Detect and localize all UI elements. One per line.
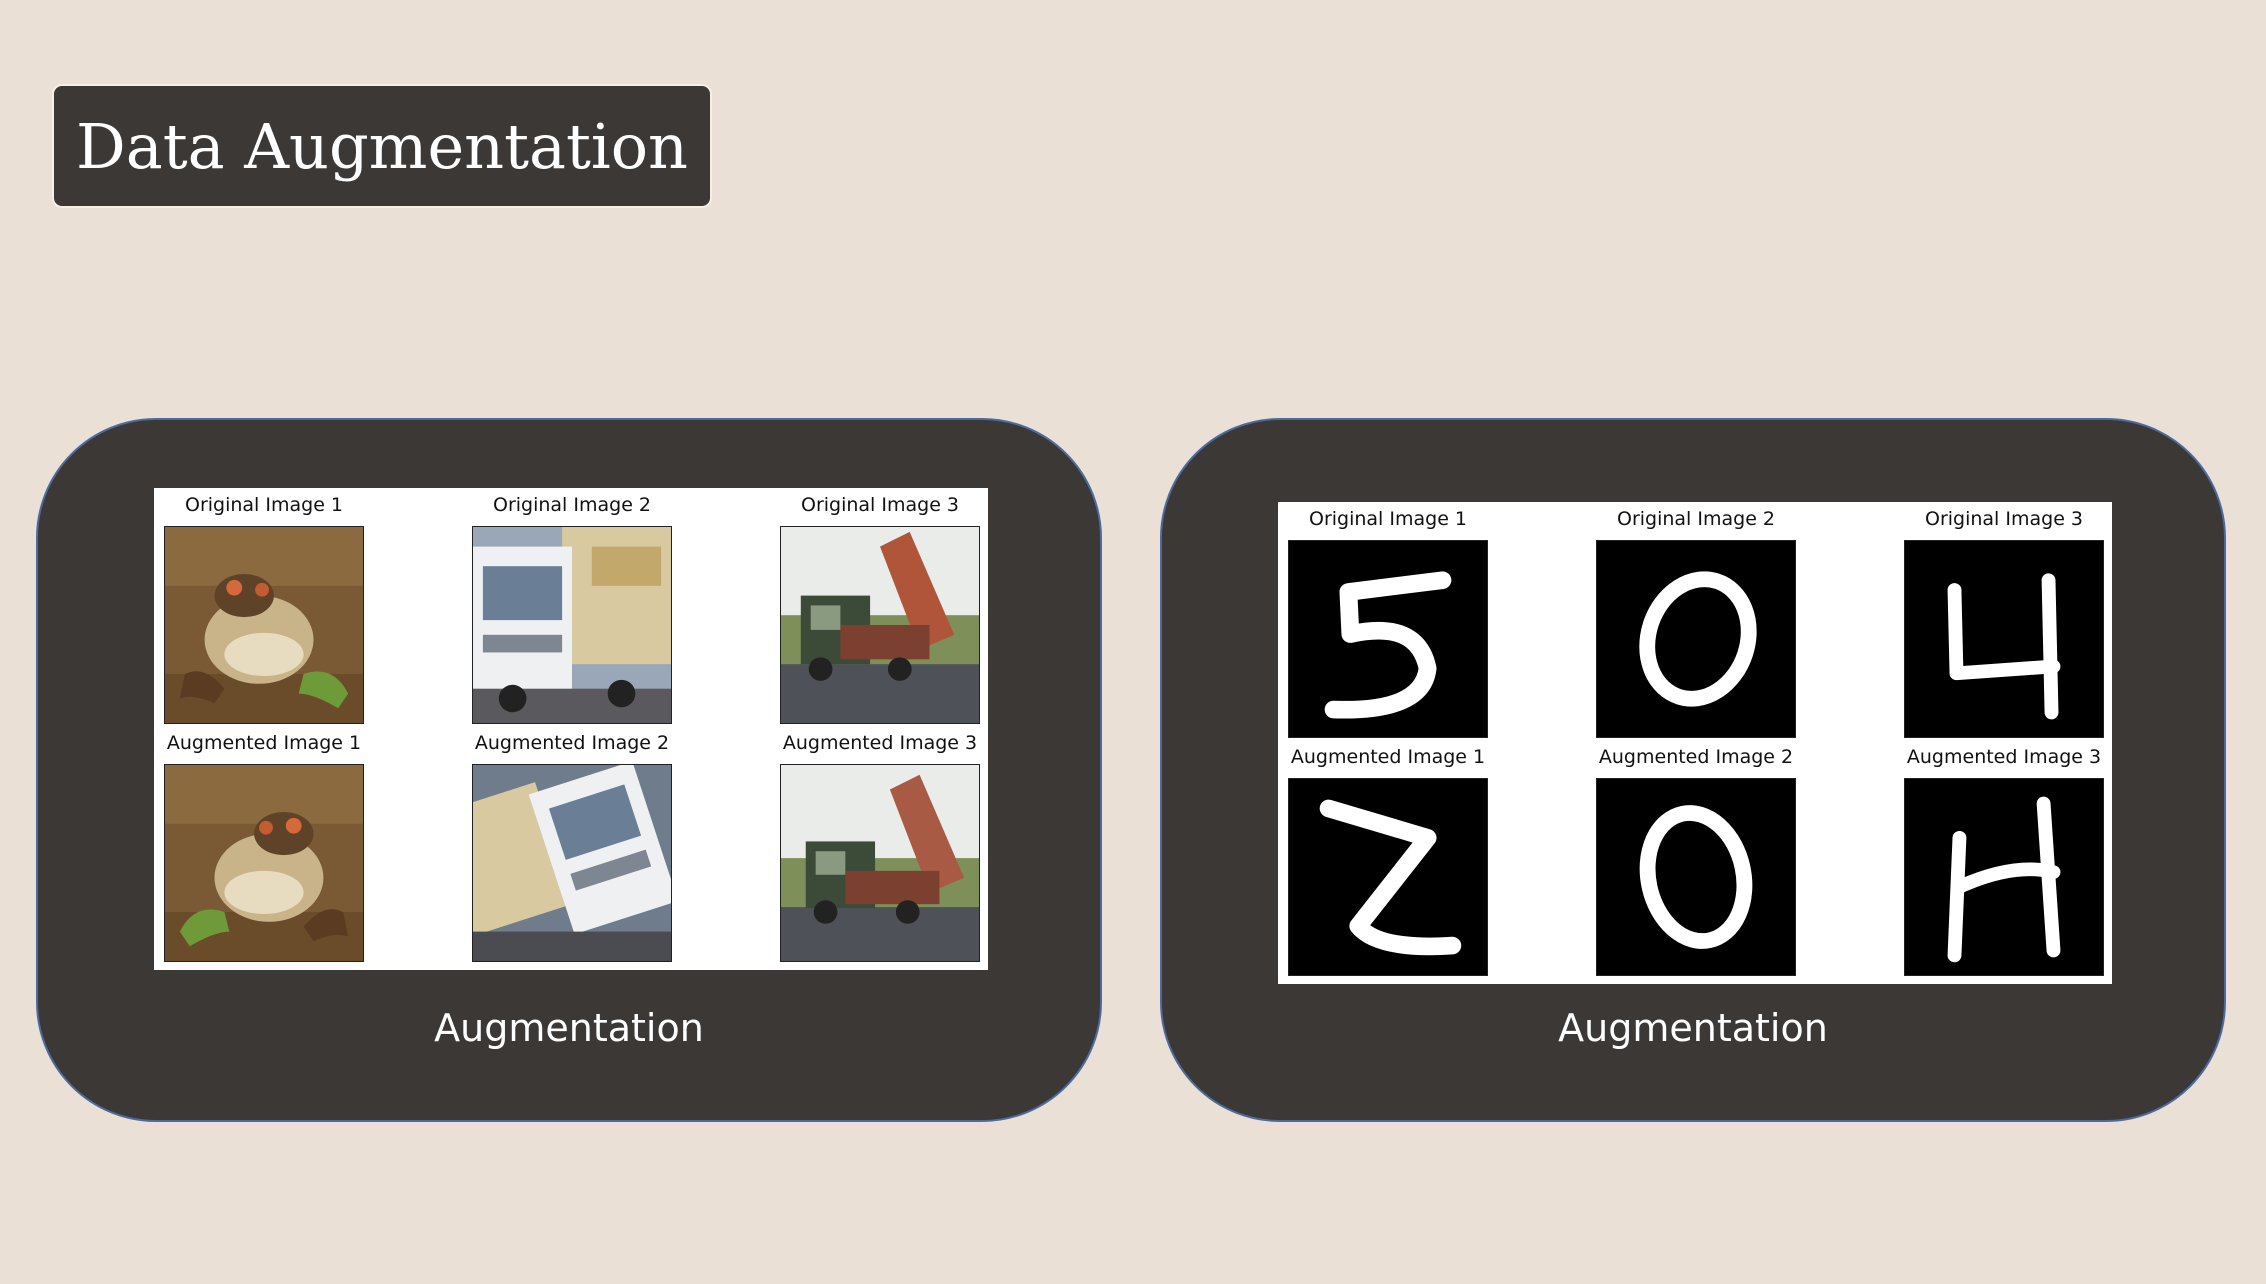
image-title: Augmented Image 1: [1290, 746, 1486, 768]
dump-truck-augmented-image: [780, 764, 980, 962]
digit-0-augmented-image: [1596, 778, 1796, 976]
panel-caption: Augmentation: [434, 1006, 704, 1050]
image-title: Original Image 3: [1924, 508, 2084, 530]
panel-caption: Augmentation: [1558, 1006, 1828, 1050]
frog-image: [164, 526, 364, 724]
image-title: Original Image 2: [1616, 508, 1776, 530]
image-title: Augmented Image 2: [1598, 746, 1794, 768]
dump-truck-image: [780, 526, 980, 724]
slide-title: Data Augmentation: [52, 84, 712, 208]
digit-4-image: [1904, 540, 2104, 738]
image-title: Original Image 2: [492, 494, 652, 516]
digit-4-augmented-image: [1904, 778, 2104, 976]
image-title: Original Image 1: [184, 494, 344, 516]
truck-image: [472, 526, 672, 724]
image-title: Augmented Image 3: [782, 732, 978, 754]
image-title: Augmented Image 2: [474, 732, 670, 754]
digit-0-image: [1596, 540, 1796, 738]
cifar-augmentation-panel: Original Image 1 Original Image 2: [36, 418, 1102, 1122]
digit-5-image: [1288, 540, 1488, 738]
image-title: Original Image 1: [1308, 508, 1468, 530]
truck-augmented-image: [472, 764, 672, 962]
digit-5-augmented-image: [1288, 778, 1488, 976]
image-title: Augmented Image 1: [166, 732, 362, 754]
mnist-figure: Original Image 1 Original Image 2 Origin…: [1278, 502, 2112, 984]
image-title: Original Image 3: [800, 494, 960, 516]
frog-augmented-image: [164, 764, 364, 962]
mnist-augmentation-panel: Original Image 1 Original Image 2 Origin…: [1160, 418, 2226, 1122]
image-title: Augmented Image 3: [1906, 746, 2102, 768]
cifar-figure: Original Image 1 Original Image 2: [154, 488, 988, 970]
